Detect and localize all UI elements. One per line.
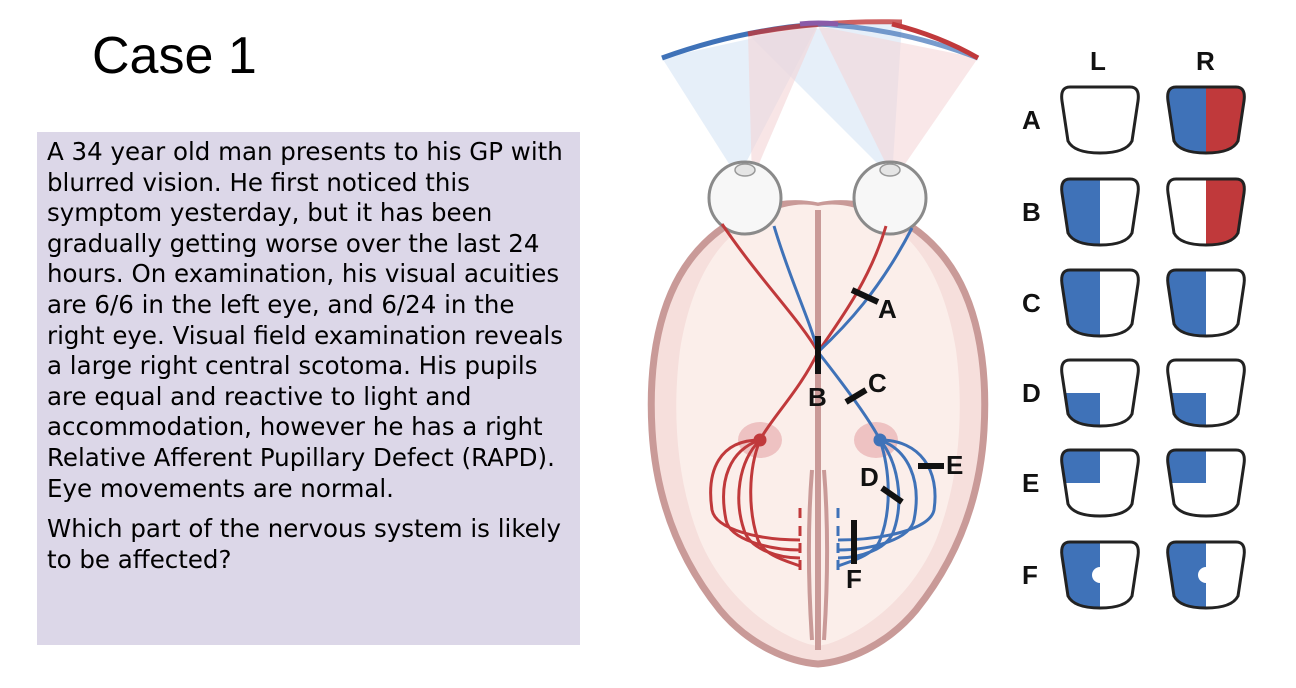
column-header-left: L [1090,46,1106,76]
page-title: Case 1 [92,27,257,85]
row-label: C [1022,288,1041,318]
left-eye [707,160,783,236]
lesion-marker-d [880,485,904,505]
field-a-left [1061,87,1139,153]
right-eye [852,160,928,236]
case-question: Which part of the nervous system is like… [47,514,562,574]
field-d-left [1061,360,1139,426]
lesion-label-b: B [808,382,827,412]
lesion-label-d: D [860,462,879,492]
field-e-left [1061,450,1139,516]
field-chart-headers: L R [1090,46,1215,76]
case-panel [37,132,580,645]
case-description: A 34 year old man presents to his GP wit… [47,137,564,503]
row-label: E [1022,468,1039,498]
row-label: A [1022,105,1041,135]
brain-outline [647,200,989,668]
lesion-marker-c [844,387,868,405]
lesion-markers [815,287,944,564]
case-text: A 34 year old man presents to his GP wit… [47,137,572,585]
lesion-label-f: F [846,564,862,594]
lesion-label-e: E [946,450,963,480]
row-label: F [1022,560,1038,590]
field-chart: A B C D E F [1022,85,1246,610]
field-a-right [1167,87,1245,153]
lesion-label-a: A [878,294,897,324]
row-label: D [1022,378,1041,408]
field-e-right [1167,450,1245,516]
column-header-right: R [1196,46,1215,76]
lesion-marker-a [850,287,880,305]
right-visual-field-arc [891,21,980,61]
lesion-label-c: C [868,368,887,398]
row-label: B [1022,197,1041,227]
field-b-right [1167,179,1245,245]
field-f-right [1167,542,1245,608]
visual-field-cones [661,19,980,180]
